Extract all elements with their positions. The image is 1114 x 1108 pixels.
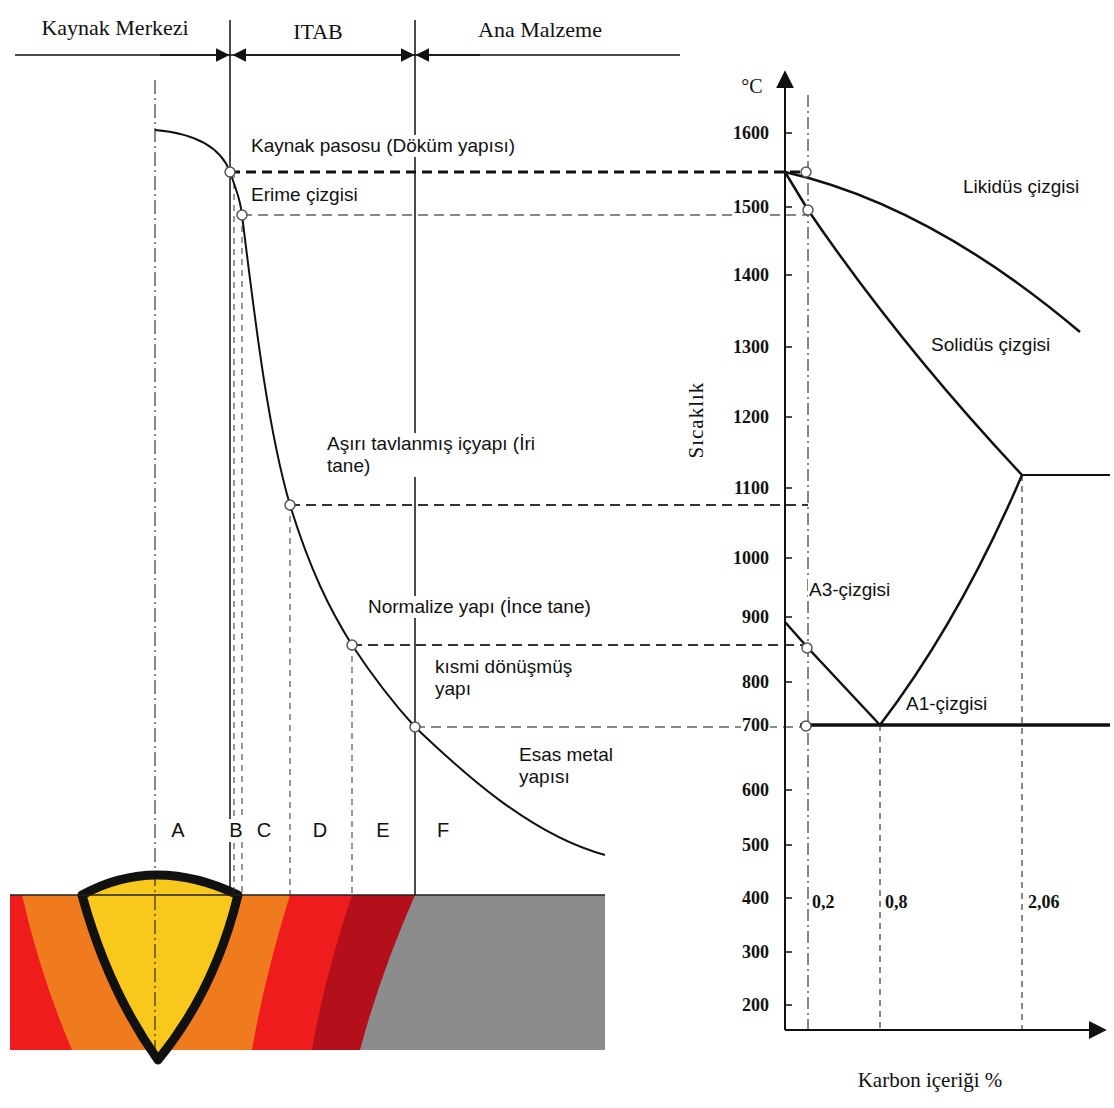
zone-note: Esas metal yapısı <box>518 744 630 788</box>
temperature-link <box>230 172 808 727</box>
tick-label: 1300 <box>732 337 770 358</box>
zone-note: Aşırı tavlanmış içyapı (İri tane) <box>326 433 563 477</box>
tick-label: 900 <box>741 607 770 628</box>
tick-label: 800 <box>741 672 770 693</box>
tick-label: 300 <box>741 942 770 963</box>
region-title: ITAB <box>292 19 344 44</box>
region-title: Kaynak Merkezi <box>40 15 189 40</box>
tick-label: 1000 <box>732 548 770 569</box>
curve-label: Solidüs çizgisi <box>930 334 1051 356</box>
tick-label: 1500 <box>732 197 770 218</box>
tick-label: 700 <box>741 715 770 736</box>
tick-label: 600 <box>741 780 770 801</box>
axis-unit: °C <box>740 75 763 98</box>
tick-label: 500 <box>741 835 770 856</box>
tick-label: 1600 <box>732 123 770 144</box>
zone-letter: D <box>312 819 328 842</box>
tick-label: 200 <box>741 995 770 1016</box>
tick-label: 1100 <box>733 478 770 499</box>
axis-title: Sıcaklık <box>684 381 708 460</box>
curve-label: Likidüs çizgisi <box>962 176 1080 198</box>
zone-divider <box>234 172 352 895</box>
axis-title: Karbon içeriği % <box>857 1068 1004 1092</box>
tick-label: 400 <box>741 888 770 909</box>
tick-label: 1200 <box>732 407 770 428</box>
curve-label: A3-çizgisi <box>808 579 891 601</box>
weld-section <box>10 875 605 1060</box>
curve-label: A1-çizgisi <box>905 693 988 715</box>
zone-letter: B <box>228 819 243 842</box>
phase-point <box>801 167 813 731</box>
region-title: Ana Malzeme <box>477 17 603 42</box>
zone-note: Erime çizgisi <box>250 184 359 206</box>
zone-note: kısmi dönüşmüş yapı <box>434 656 586 700</box>
phase-axes <box>785 72 1105 1030</box>
tick-label: 1400 <box>732 265 770 286</box>
tick-label: 0,8 <box>884 892 909 913</box>
zone-axis <box>15 20 680 1062</box>
zone-letter: E <box>375 819 390 842</box>
zone-letter: F <box>436 819 450 842</box>
tick-label: 0,2 <box>811 892 836 913</box>
phase-line <box>785 172 1110 725</box>
zone-note: Kaynak pasosu (Döküm yapısı) <box>250 135 516 157</box>
tick-label: 2,06 <box>1027 892 1061 913</box>
zone-letter: C <box>256 819 272 842</box>
zone-note: Normalize yapı (İnce tane) <box>367 596 592 618</box>
zone-letter: A <box>170 819 185 842</box>
